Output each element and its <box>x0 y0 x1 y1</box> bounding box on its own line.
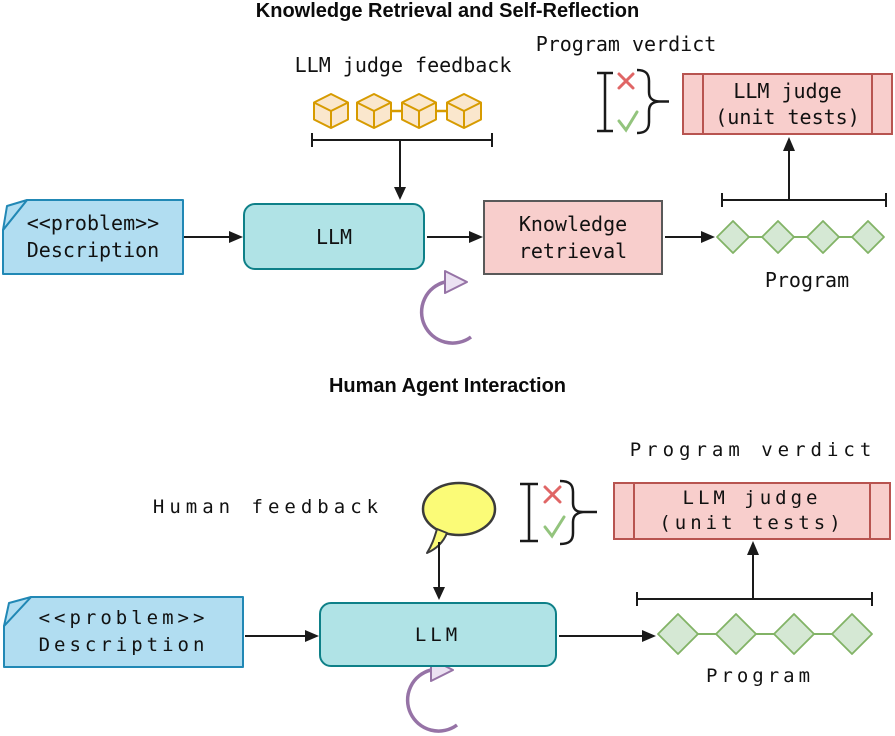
judge-side-bar <box>871 74 873 134</box>
cross-icon <box>617 72 635 90</box>
speech-bubble-icon <box>421 481 497 554</box>
diamond-icon <box>715 613 757 655</box>
program-verdict-bracket-bottom <box>636 541 873 606</box>
knowledge-label-line2: retrieval <box>518 238 628 263</box>
folded-corner-icon <box>3 596 32 627</box>
section-title-top: Knowledge Retrieval and Self-Reflection <box>255 0 640 22</box>
knowledge-label-line1: Knowledge <box>518 211 628 236</box>
verdict-glyph-bottom <box>520 479 597 546</box>
llm-judge-node-bottom: LLM judge (unit tests) <box>613 482 891 540</box>
human-feedback-label: Human feedback <box>152 496 384 518</box>
folded-corner-icon <box>2 199 28 231</box>
ibeam-icon <box>520 482 538 543</box>
ibeam-icon <box>597 71 613 133</box>
llm-node-bottom: LLM <box>319 602 557 667</box>
check-icon <box>617 110 639 133</box>
program-label-bottom: Program <box>705 665 815 687</box>
llm-label: LLM <box>414 623 462 646</box>
problem-doc-text-bottom: <<problem>> Description <box>4 600 243 664</box>
program-verdict-label-bottom: Program verdict <box>629 439 877 461</box>
llm-judge-node-top: LLM judge (unit tests) <box>682 73 893 135</box>
judge-side-bar <box>633 483 635 539</box>
doc-stereotype: <<problem>> <box>38 607 209 629</box>
llm-judge-feedback-label: LLM judge feedback <box>294 53 512 77</box>
human-feedback-arrow <box>433 542 445 600</box>
program-diamonds-top <box>716 220 885 254</box>
knowledge-cubes-icon <box>313 93 482 129</box>
refresh-arrow-icon-bottom <box>405 658 459 733</box>
diamond-icon <box>773 613 815 655</box>
brace-icon <box>559 479 584 546</box>
brace-icon <box>636 68 660 135</box>
judge-label-line1: LLM judge <box>733 79 842 103</box>
check-icon <box>543 515 566 539</box>
arrowhead-up-icon <box>783 137 795 151</box>
judge-label-line2: (unit tests) <box>715 105 860 129</box>
judge-side-bar <box>702 74 704 134</box>
program-verdict-bracket-top <box>721 137 887 207</box>
knowledge-retrieval-node: Knowledge retrieval <box>483 200 663 275</box>
diamond-icon <box>831 613 873 655</box>
diamond-icon <box>806 220 840 254</box>
refresh-arrow-icon-top <box>419 270 473 345</box>
problem-document-shape-top <box>2 199 184 275</box>
arrowhead-up-icon <box>747 541 759 555</box>
judge-label-line1: LLM judge <box>682 487 822 509</box>
judge-side-bar <box>869 483 871 539</box>
section-title-bottom: Human Agent Interaction <box>328 375 567 397</box>
diamond-icon <box>761 220 795 254</box>
cross-icon <box>543 485 562 504</box>
verdict-glyph-top <box>597 68 669 135</box>
feedback-bracket-arrow <box>311 133 493 200</box>
flow-arrows-bottom <box>245 630 656 642</box>
doc-name: Description <box>38 634 209 656</box>
doc-stereotype: <<problem>> <box>26 211 160 235</box>
arrowhead-down-icon <box>394 187 406 200</box>
llm-label: LLM <box>315 224 353 249</box>
problem-doc-text-top: <<problem>> Description <box>3 203 183 271</box>
judge-label-line2: (unit tests) <box>659 512 845 534</box>
llm-node-top: LLM <box>243 203 425 270</box>
program-diamonds-bottom <box>657 613 873 655</box>
problem-document-shape-bottom <box>3 596 244 668</box>
program-verdict-label-top: Program verdict <box>535 32 717 56</box>
diamond-icon <box>657 613 699 655</box>
diamond-icon <box>851 220 885 254</box>
doc-name: Description <box>26 238 160 262</box>
flow-arrows-top <box>184 231 715 243</box>
diamond-icon <box>716 220 750 254</box>
program-label-top: Program <box>764 268 850 292</box>
